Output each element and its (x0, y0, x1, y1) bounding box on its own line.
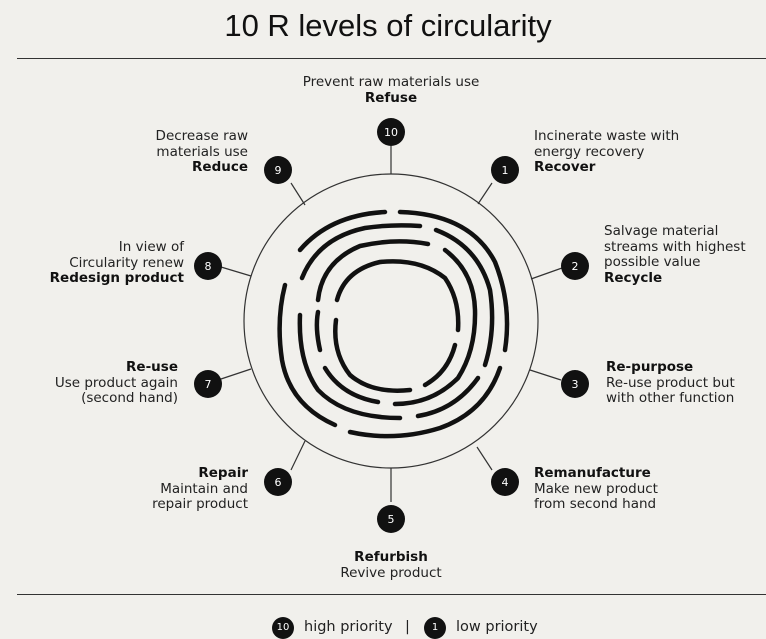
level-2-name: Recycle (604, 269, 663, 286)
circularity-rings (277, 209, 510, 439)
ring-arc (415, 375, 481, 419)
level-4-name: Remanufacture (534, 465, 651, 481)
badge-4-number: 4 (502, 476, 509, 489)
badge-10-number: 10 (384, 126, 398, 139)
ring-arc (422, 342, 458, 388)
level-8-label: In view of Circularity renew Redesign pr… (49, 239, 184, 287)
page-title: 10 R levels of circularity (224, 8, 552, 43)
level-6-label: Repair Maintain and repair product (152, 465, 248, 513)
ring-arc (297, 209, 388, 253)
legend-low-badge: 1 (424, 617, 446, 639)
spoke-9 (290, 182, 306, 206)
badges (194, 118, 589, 533)
level-2-desc-line1: Salvage material (604, 223, 719, 239)
ring-arc (334, 259, 461, 333)
level-3-desc-line2: with other function (606, 390, 735, 406)
ring-arc (322, 365, 381, 405)
ring-arc (314, 309, 323, 353)
badge-1-number: 1 (502, 164, 509, 177)
level-5-label: Refurbish Revive product (266, 549, 516, 581)
level-7-label: Re-use Use product again (second hand) (54, 359, 178, 407)
legend-low-label: low priority (456, 619, 538, 635)
badge-5-number: 5 (388, 513, 395, 526)
level-1-desc-line1: Incinerate waste with (534, 128, 680, 144)
level-1-label: Incinerate waste with energy recovery Re… (534, 128, 680, 176)
ring-arc (315, 239, 431, 303)
level-3-name: Re-purpose (606, 359, 694, 375)
top-divider (17, 58, 766, 59)
legend: 10 high priority | 1 low priority (0, 617, 766, 639)
ring-arc (299, 223, 423, 281)
level-5-name: Refurbish (354, 549, 428, 565)
level-2-label: Salvage material streams with highest po… (604, 223, 746, 286)
level-9-name: Reduce (192, 159, 248, 175)
level-6-desc-line2: repair product (152, 496, 248, 512)
spoke-3 (529, 369, 562, 381)
badge-9-number: 9 (275, 164, 282, 177)
level-7-name: Re-use (126, 359, 178, 375)
level-4-desc-line1: Make new product (534, 480, 658, 497)
ring-arc (277, 282, 338, 428)
level-4-desc-line2: from second hand (534, 496, 657, 512)
level-3-label: Re-purpose Re-use product but with other… (606, 359, 735, 407)
level-7-desc-line1: Use product again (54, 374, 178, 391)
level-1-desc-line2: energy recovery (534, 143, 645, 160)
spoke-7 (220, 368, 252, 380)
level-2-desc-line3: possible value (604, 254, 701, 270)
spoke-6 (290, 440, 306, 471)
bottom-divider (17, 594, 766, 595)
level-10-label: Prevent raw materials use Refuse (266, 74, 516, 106)
legend-separator: | (405, 619, 410, 635)
level-6-desc-line1: Maintain and (160, 480, 248, 497)
ring-arc (347, 365, 503, 439)
level-9-label: Decrease raw materials use Reduce (155, 128, 248, 176)
badge-7-number: 7 (205, 378, 212, 391)
level-7-desc-line2: (second hand) (81, 390, 178, 406)
ring-arc (433, 227, 495, 368)
level-8-desc-line2: Circularity renew (69, 254, 184, 271)
level-1-name: Recover (534, 159, 596, 175)
spoke-8 (220, 266, 252, 277)
spoke-2 (530, 267, 563, 280)
legend-high-badge: 10 (272, 617, 294, 639)
spoke-1 (477, 182, 493, 205)
ring-arc (333, 317, 413, 393)
level-4-label: Remanufacture Make new product from seco… (534, 465, 658, 513)
level-10-desc: Prevent raw materials use (302, 74, 480, 90)
level-10-name: Refuse (364, 89, 418, 106)
ring-arc (297, 312, 403, 421)
badge-6-number: 6 (275, 476, 282, 489)
level-9-desc-line1: Decrease raw (155, 128, 248, 144)
badge-8-number: 8 (205, 260, 212, 273)
spoke-4 (476, 446, 493, 471)
legend-high-label: high priority (304, 619, 393, 635)
ring-arc (392, 247, 478, 407)
ring-arc (397, 209, 510, 353)
level-6-name: Repair (198, 465, 248, 481)
level-8-desc-line1: In view of (118, 239, 184, 255)
level-2-desc-line2: streams with highest (604, 238, 746, 255)
badge-3-number: 3 (572, 378, 579, 391)
level-5-desc: Revive product (340, 564, 442, 581)
badge-2-number: 2 (572, 260, 579, 273)
level-3-desc-line1: Re-use product but (606, 374, 735, 391)
level-9-desc-line2: materials use (156, 143, 248, 160)
level-8-name: Redesign product (49, 270, 184, 286)
